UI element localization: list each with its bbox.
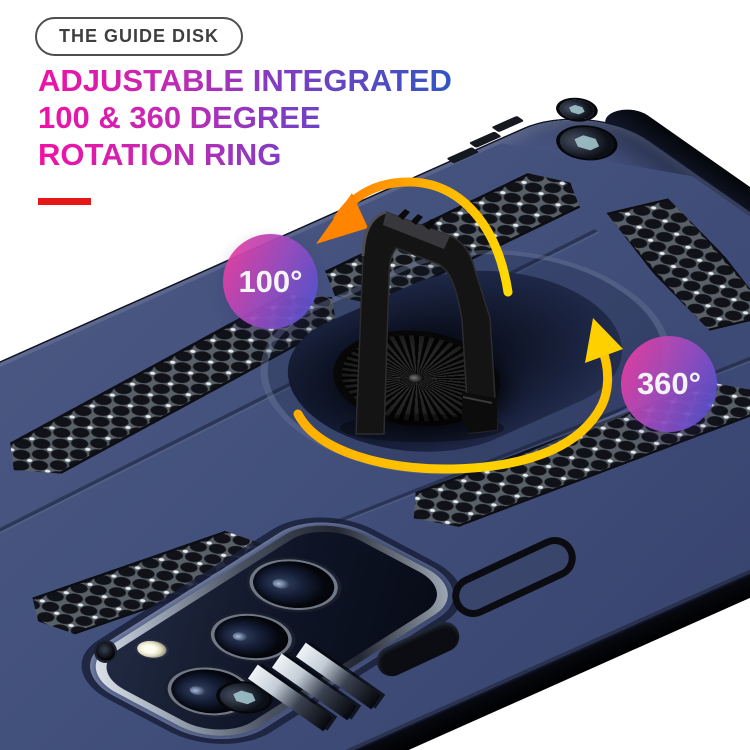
badge-100: 100° <box>223 234 318 329</box>
headphone-jack <box>96 642 115 661</box>
tag-pill: THE GUIDE DISK <box>35 17 244 56</box>
title-line-3: ROTATION RING <box>38 137 282 173</box>
title-line-1: ADJUSTABLE INTEGRATED <box>38 63 452 98</box>
badge-360-label: 360° <box>636 366 702 401</box>
title-line-2: 100 & 360 DEGREE <box>38 100 321 136</box>
corner-screw <box>552 95 602 124</box>
edge-clip <box>491 115 525 133</box>
badge-360: 360° <box>621 336 717 432</box>
red-underline <box>38 198 91 205</box>
page-title: ADJUSTABLE INTEGRATED 100 & 360 DEGREE R… <box>38 62 468 174</box>
badge-100-label: 100° <box>238 263 303 299</box>
